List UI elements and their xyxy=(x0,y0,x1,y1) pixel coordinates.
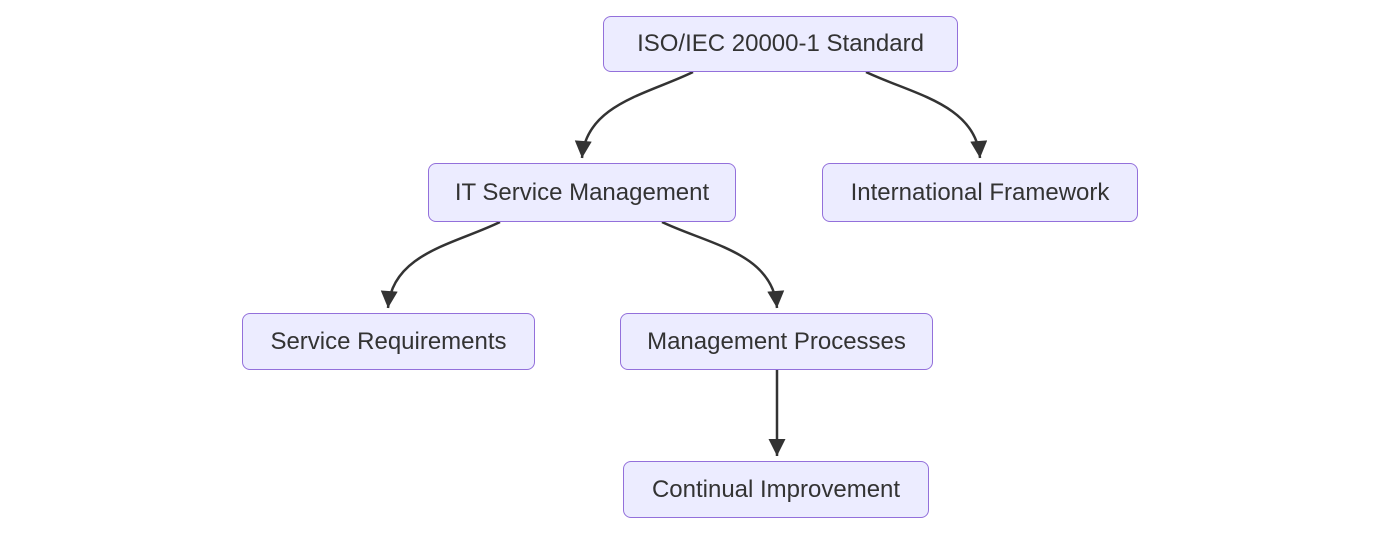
node-it-service-management: IT Service Management xyxy=(428,163,736,222)
node-continual-improvement: Continual Improvement xyxy=(623,461,929,518)
node-management-processes: Management Processes xyxy=(620,313,933,370)
edge-itsm-to-processes xyxy=(661,220,785,309)
node-iso-iec-20000-1-standard: ISO/IEC 20000-1 Standard xyxy=(603,16,958,72)
edge-root-to-framework xyxy=(865,70,988,159)
node-service-requirements: Service Requirements xyxy=(242,313,535,370)
edge-root-to-itsm xyxy=(574,70,694,159)
edge-itsm-to-requirements xyxy=(380,220,501,309)
node-international-framework: International Framework xyxy=(822,163,1138,222)
